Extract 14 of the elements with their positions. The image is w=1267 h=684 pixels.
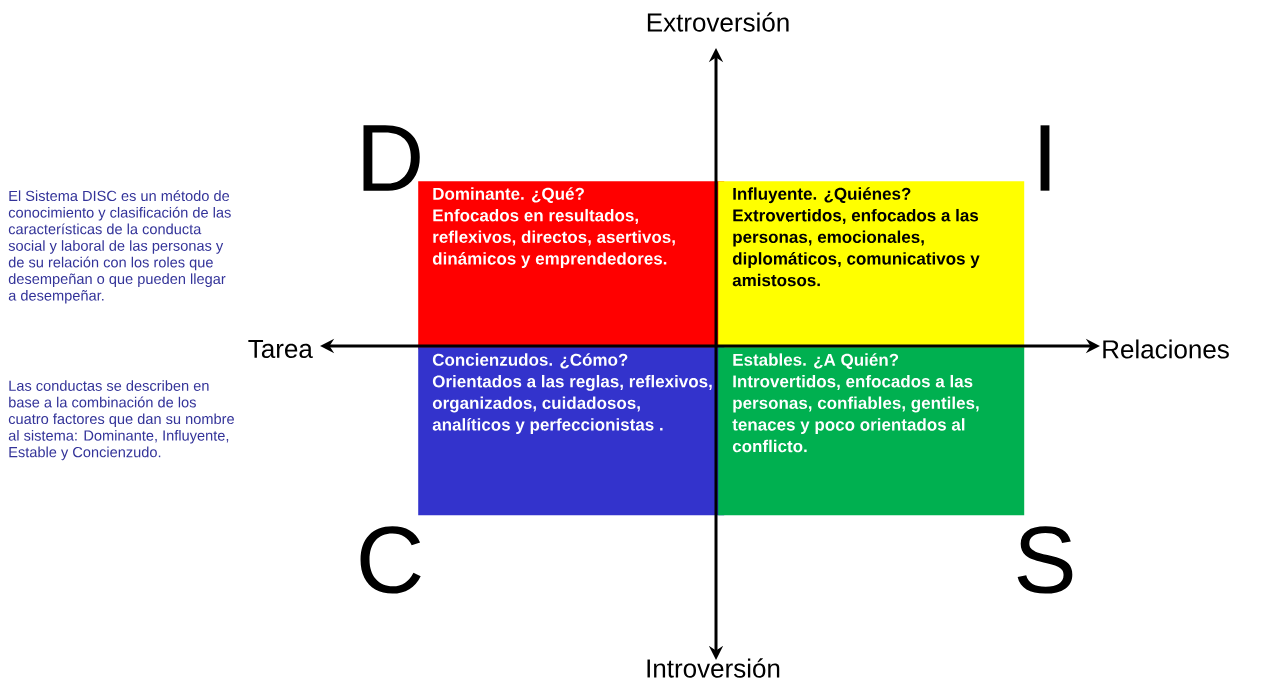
quadrant-letter: I xyxy=(1040,125,1050,191)
quadrant-box: Estables. ¿A Quién? Introvertidos, enfocados a las personas, confiables, gentiles, tenaces y poco orientados al conflicto. xyxy=(718,347,1025,516)
axis-label: Introversión xyxy=(647,658,780,678)
axis-label: Tarea xyxy=(248,339,313,359)
axis-label: Extroversión xyxy=(647,12,789,32)
quadrant-box: Dominante. ¿Qué? Enfocados en resultados, reflexivos, directos, asertivos, dinámicos y emprendedores. xyxy=(418,181,725,350)
description-text: Las conductas se describen en base a la combinación de los cuatro factores que dan su nombre al sistema: Dominante, Influyente, Estable y Concienzudo. xyxy=(8,380,234,461)
quadrant-letter: C xyxy=(360,526,421,594)
quadrant-letter: S xyxy=(1017,526,1073,594)
quadrant-box: Influyente. ¿Quiénes? Extrovertidos, enfocados a las personas, emocionales, diplomáticos, comunicativos y amistosos. xyxy=(718,181,1025,350)
quadrant-letter: D xyxy=(363,125,420,191)
quadrant-box: Concienzudos. ¿Cómo? Orientados a las reglas, reflexivos, organizados, cuidadosos, analíticos y perfeccionistas . xyxy=(418,347,725,516)
description-text: El Sistema DISC es un método de conocimiento y clasificación de las características de la conducta social y laboral de las personas y de su relación con los roles que desempeñan o que pueden llegar a desempeñar. xyxy=(8,190,231,304)
axis-label: Relaciones xyxy=(1103,339,1229,359)
